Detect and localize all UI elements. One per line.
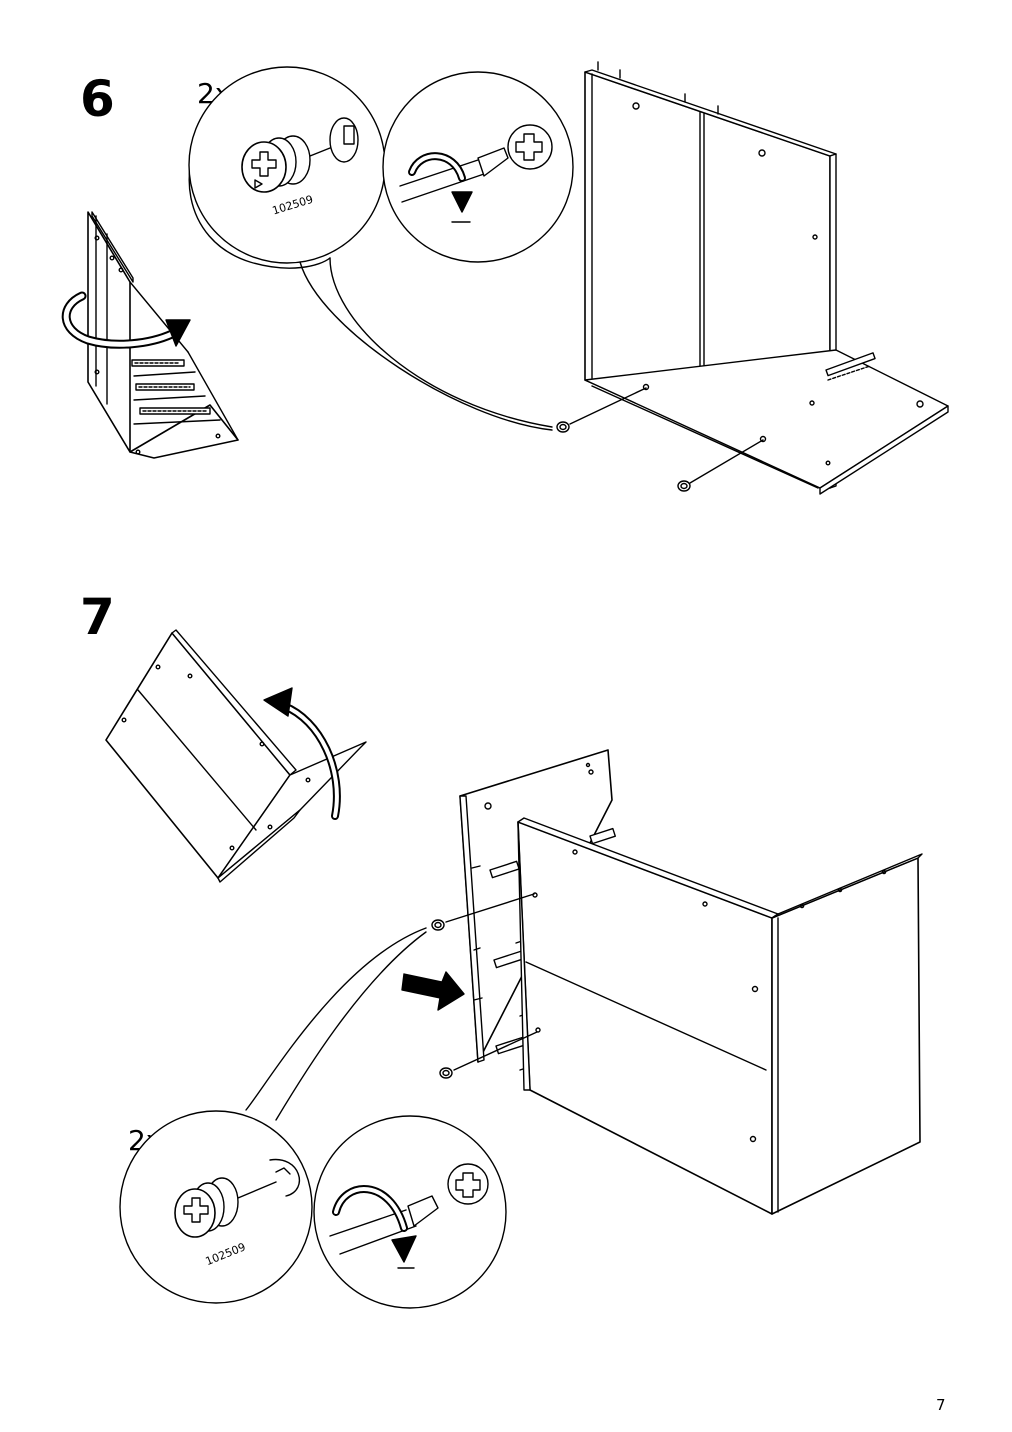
step-6-detail-callout bbox=[189, 67, 573, 430]
page-number: 7 bbox=[936, 1396, 946, 1414]
push-arrow-icon bbox=[402, 972, 464, 1010]
step-7-number: 7 bbox=[80, 588, 115, 646]
screwdriver-turn-icon bbox=[330, 1164, 488, 1268]
step-7-cabinet-body bbox=[432, 818, 922, 1214]
rotate-arrow-icon bbox=[264, 688, 337, 816]
step-6-back-panel-assembly bbox=[557, 62, 948, 494]
rotate-arrow-icon bbox=[66, 296, 190, 346]
cam-lock-fitting-icon bbox=[175, 1160, 299, 1237]
step-6-number: 6 bbox=[80, 70, 115, 128]
step-7-tilt-cabinet bbox=[106, 630, 366, 882]
screwdriver-turn-icon bbox=[400, 125, 552, 222]
cam-lock-fitting-icon bbox=[242, 118, 358, 192]
